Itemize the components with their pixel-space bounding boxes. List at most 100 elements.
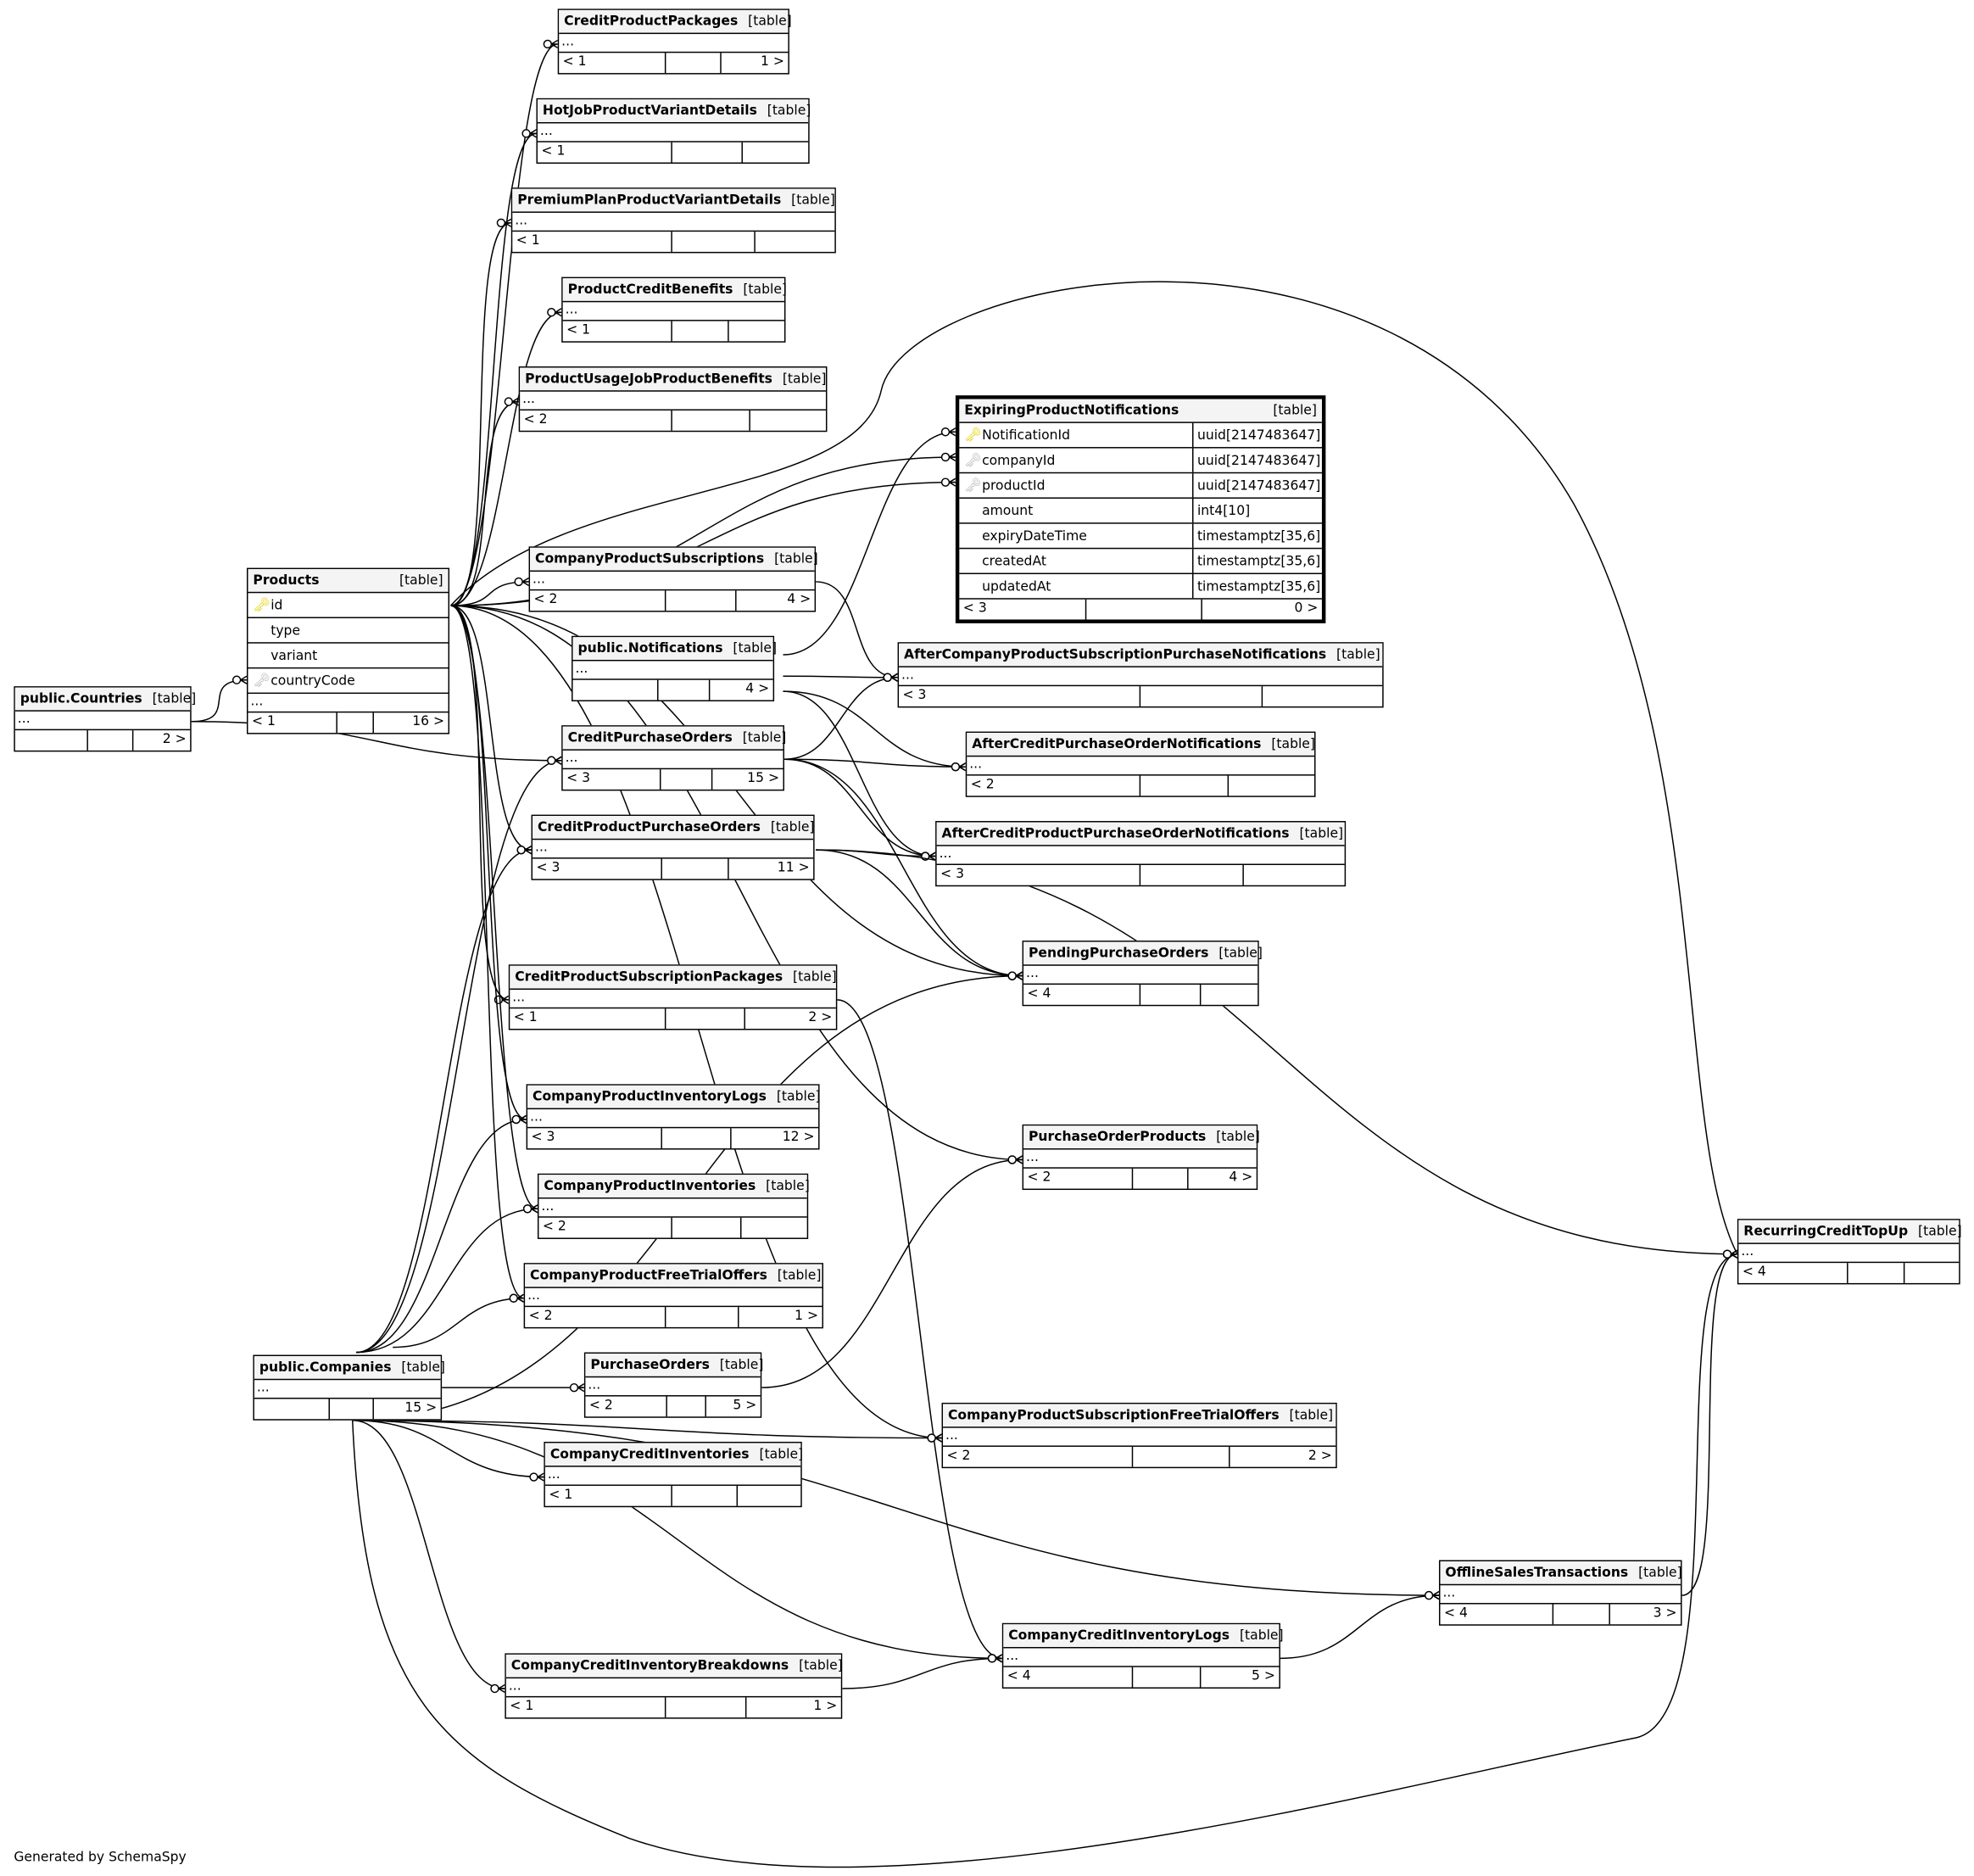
table-notifications[interactable]: public.Notifications[table]...4 > [572, 635, 777, 701]
table-header[interactable]: OfflineSalesTransactions[table] [1440, 1561, 1682, 1586]
children-count[interactable] [736, 1485, 801, 1506]
table-name[interactable]: PurchaseOrders [590, 1357, 710, 1373]
table-name[interactable]: CompanyProductSubscriptions [534, 551, 765, 567]
table-after-credit-purchase-order-notifications[interactable]: AfterCreditPurchaseOrderNotifications[ta… [965, 731, 1316, 797]
table-header[interactable]: ProductUsageJobProductBenefits[table] [520, 367, 826, 392]
children-count[interactable]: 15 > [711, 769, 783, 790]
table-name[interactable]: PremiumPlanProductVariantDetails [517, 193, 782, 208]
table-name[interactable]: CompanyProductSubscriptionFreeTrialOffer… [947, 1407, 1280, 1423]
table-header[interactable]: Products[table] [248, 569, 449, 594]
table-header[interactable]: CompanyProductInventories[table] [538, 1175, 810, 1199]
table-header[interactable]: CompanyCreditInventoryBreakdowns[table] [505, 1654, 843, 1679]
children-count[interactable]: 1 > [744, 1697, 841, 1718]
table-name[interactable]: AfterCompanyProductSubscriptionPurchaseN… [904, 647, 1327, 662]
more-columns-ellipsis[interactable]: ... [525, 1288, 822, 1308]
column-row[interactable]: 🗝︎id [248, 593, 449, 618]
table-name[interactable]: CompanyProductFreeTrialOffers [530, 1268, 767, 1283]
children-count[interactable]: 5 > [1199, 1667, 1280, 1688]
children-count[interactable] [1227, 775, 1314, 796]
children-count[interactable] [741, 142, 808, 163]
parents-count[interactable]: < 2 [533, 591, 558, 607]
table-header[interactable]: PremiumPlanProductVariantDetails[table] [512, 188, 835, 213]
parents-count[interactable]: < 2 [523, 411, 548, 427]
more-columns-ellipsis[interactable]: ... [943, 1428, 1336, 1447]
table-header[interactable]: HotJobProductVariantDetails[table] [537, 99, 811, 124]
more-columns-ellipsis[interactable]: ... [1023, 966, 1258, 985]
parents-count[interactable]: < 2 [588, 1398, 613, 1413]
table-name[interactable]: public.Companies [259, 1360, 392, 1376]
parents-count[interactable] [15, 730, 87, 751]
parents-count[interactable]: < 2 [542, 1219, 566, 1235]
more-columns-ellipsis[interactable]: ... [530, 572, 815, 591]
table-name[interactable]: CreditPurchaseOrders [567, 730, 733, 745]
table-name[interactable]: RecurringCreditTopUp [1743, 1224, 1909, 1239]
parents-count[interactable]: < 4 [1443, 1605, 1468, 1621]
table-header[interactable]: public.Companies[table] [254, 1356, 445, 1381]
table-header[interactable]: CompanyCreditInventoryLogs[table] [1003, 1624, 1284, 1649]
parents-count[interactable]: < 1 [562, 53, 587, 70]
table-header[interactable]: CompanyProductSubscriptions[table] [530, 547, 818, 572]
table-name[interactable]: CreditProductPurchaseOrders [537, 819, 761, 835]
table-header[interactable]: PendingPurchaseOrders[table] [1023, 941, 1263, 966]
table-product-credit-benefits[interactable]: ProductCreditBenefits[table]...< 1 [561, 276, 787, 343]
more-columns-ellipsis[interactable]: ... [510, 990, 836, 1009]
children-count[interactable]: 2 > [744, 1008, 835, 1029]
table-pending-purchase-orders[interactable]: PendingPurchaseOrders[table]...< 4 [1022, 941, 1263, 1007]
table-name[interactable]: ProductCreditBenefits [567, 282, 733, 298]
table-header[interactable]: public.Countries[table] [14, 687, 196, 712]
more-columns-ellipsis[interactable]: ... [1738, 1244, 1960, 1264]
table-name[interactable]: ProductUsageJobProductBenefits [525, 371, 772, 387]
table-name[interactable]: AfterCreditPurchaseOrderNotifications [972, 736, 1262, 752]
parents-count[interactable]: < 2 [1027, 1170, 1051, 1186]
table-company-credit-inventories[interactable]: CompanyCreditInventories[table]...< 1 [544, 1441, 803, 1508]
table-header[interactable]: CompanyProductFreeTrialOffers[table] [525, 1264, 822, 1288]
children-count[interactable] [1261, 686, 1383, 706]
table-header[interactable]: ExpiringProductNotifications[table] [959, 399, 1322, 423]
more-columns-ellipsis[interactable]: ... [512, 213, 835, 232]
table-header[interactable]: AfterCreditPurchaseOrderNotifications[ta… [967, 733, 1315, 757]
table-name[interactable]: HotJobProductVariantDetails [542, 103, 757, 119]
table-name[interactable]: CompanyCreditInventoryBreakdowns [510, 1658, 789, 1674]
table-name[interactable]: public.Notifications [577, 640, 723, 656]
parents-count[interactable]: < 1 [516, 232, 540, 248]
more-columns-ellipsis[interactable]: ... [1023, 1150, 1257, 1169]
children-count[interactable]: 4 > [1187, 1168, 1257, 1189]
parents-count[interactable]: < 1 [549, 1487, 573, 1503]
parents-count[interactable]: < 3 [566, 770, 591, 786]
parents-count[interactable]: < 3 [536, 860, 560, 875]
parents-count[interactable]: < 1 [510, 1698, 534, 1714]
children-count[interactable] [754, 232, 834, 252]
more-columns-ellipsis[interactable]: ... [562, 751, 783, 770]
children-count[interactable] [740, 1217, 807, 1238]
table-name[interactable]: CompanyProductInventories [544, 1178, 756, 1194]
table-company-product-free-trial-offers[interactable]: CompanyProductFreeTrialOffers[table]...<… [523, 1263, 823, 1329]
parents-count[interactable]: < 4 [1742, 1264, 1766, 1280]
table-company-product-inventory-logs[interactable]: CompanyProductInventoryLogs[table]...< 3… [526, 1084, 821, 1150]
more-columns-ellipsis[interactable]: ... [967, 757, 1315, 776]
parents-count[interactable]: < 3 [531, 1129, 555, 1145]
column-row[interactable]: variant [248, 644, 449, 669]
table-name[interactable]: public.Countries [20, 691, 142, 706]
more-columns-ellipsis[interactable]: ... [527, 1109, 819, 1129]
children-count[interactable] [1903, 1263, 1959, 1283]
table-hot-job-product-variant-details[interactable]: HotJobProductVariantDetails[table]...< 1 [536, 98, 811, 165]
parents-count[interactable]: < 1 [566, 322, 591, 338]
children-count[interactable] [1199, 985, 1257, 1005]
children-count[interactable]: 1 > [720, 53, 788, 74]
children-count[interactable]: 16 > [372, 712, 448, 734]
table-company-credit-inventory-breakdowns[interactable]: CompanyCreditInventoryBreakdowns[table].… [505, 1653, 843, 1719]
table-header[interactable]: AfterCreditProductPurchaseOrderNotificat… [936, 822, 1345, 846]
more-columns-ellipsis[interactable]: ... [14, 712, 191, 731]
more-columns-ellipsis[interactable]: ... [538, 1198, 807, 1218]
more-columns-ellipsis[interactable]: ... [585, 1377, 761, 1397]
table-name[interactable]: CreditProductSubscriptionPackages [515, 969, 783, 985]
children-count[interactable]: 1 > [738, 1307, 822, 1327]
more-columns-ellipsis[interactable]: ... [1003, 1648, 1280, 1667]
